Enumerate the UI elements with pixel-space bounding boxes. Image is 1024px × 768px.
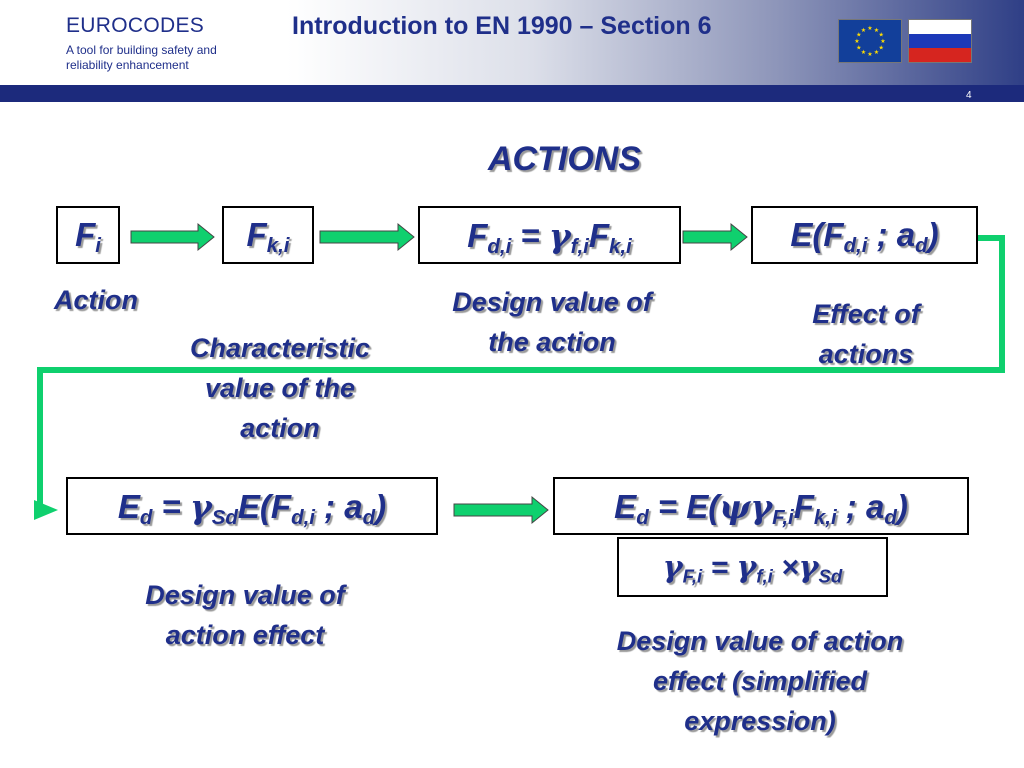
arrow-fki-to-fdi [319,222,415,252]
box-ed-simplified: Ed = E(ψγF,iFk,i ; ad) [553,477,969,535]
box-fi: Fi [56,206,120,264]
brand-title: EUROCODES [66,14,205,37]
box-effect: E(Fd,i ; ad) [751,206,978,264]
svg-text:★: ★ [880,38,885,45]
page-number: 4 [966,90,972,101]
label-characteristic-value: Characteristic value of the action [189,333,371,443]
label-effect-of-actions: Effect of actions [812,299,920,369]
label-design-action-effect-simplified: Design value of action effect (simplifie… [616,626,904,736]
svg-text:★: ★ [867,25,872,32]
slide-title: Introduction to EN 1990 – Section 6 [292,12,712,40]
svg-text:★: ★ [861,49,866,56]
svg-text:★: ★ [854,38,859,45]
return-connector [37,235,1005,504]
arrow-ed1-to-ed2 [453,495,549,525]
return-connector-arrowhead [34,500,58,520]
arrow-fdi-to-effect [682,222,748,252]
svg-text:★: ★ [874,27,879,34]
label-design-action-effect: Design value of action effect [145,580,345,650]
box-fki: Fk,i [222,206,314,264]
svg-text:★: ★ [861,27,866,34]
eu-flag-icon: ★★★ ★★★ ★★★ ★★★ [838,19,902,63]
russia-flag-icon [908,19,972,63]
box-fdi: Fd,i = γf,iFk,i [418,206,681,264]
label-action: Action [54,285,138,315]
svg-text:★: ★ [879,32,884,39]
svg-text:★: ★ [867,51,872,58]
actions-heading: ACTIONS [488,140,641,178]
box-ed-design: Ed = γSdE(Fd,i ; ad) [66,477,438,535]
arrow-fi-to-fki [130,222,215,252]
label-design-value: Design value of the action [452,287,652,357]
box-gamma-f: γF,i = γf,i ×γSd [617,537,888,597]
svg-text:★: ★ [856,32,861,39]
svg-text:★: ★ [874,49,879,56]
header-bar [0,85,1024,102]
svg-text:★: ★ [879,45,884,52]
brand-subtitle: A tool for building safety and reliabili… [66,43,217,72]
svg-text:★: ★ [856,45,861,52]
